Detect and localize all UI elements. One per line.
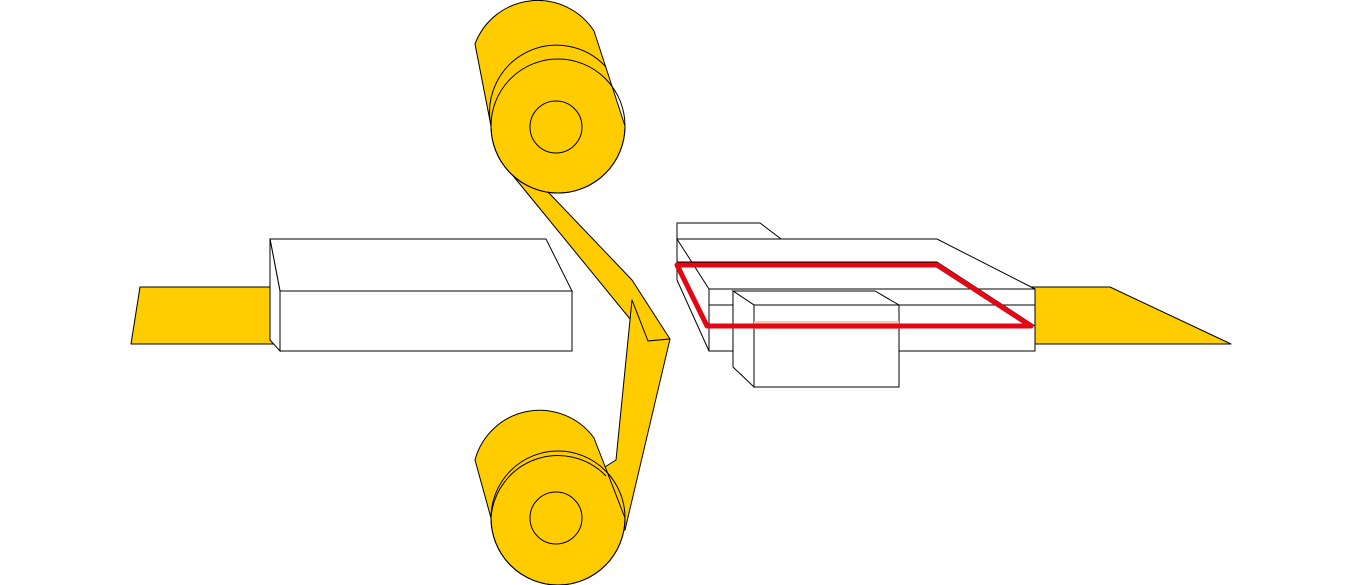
film-strip-right <box>1029 286 1232 345</box>
lower-roll-front-face <box>490 450 626 585</box>
seal-unit-left-lower-edge <box>676 279 710 352</box>
product-side <box>732 290 755 389</box>
entry-box-top <box>269 238 573 292</box>
product-front <box>753 304 900 388</box>
lower-film-roll <box>474 409 626 585</box>
product-top <box>731 290 901 306</box>
seal-frame-outline <box>674 262 1034 329</box>
entry-box-front <box>279 290 573 352</box>
upper-roll-core <box>529 100 583 154</box>
upper-roll-back-edge <box>489 44 607 127</box>
lower-roll-core <box>529 491 583 545</box>
lower-roll-back-edge <box>490 455 607 519</box>
seal-unit-back-tab <box>676 222 783 240</box>
film-strip-left <box>130 286 281 345</box>
entry-box <box>269 238 573 353</box>
upper-film-roll <box>474 0 626 194</box>
upper-roll-front-face <box>490 58 626 194</box>
sealed-product <box>731 290 901 389</box>
